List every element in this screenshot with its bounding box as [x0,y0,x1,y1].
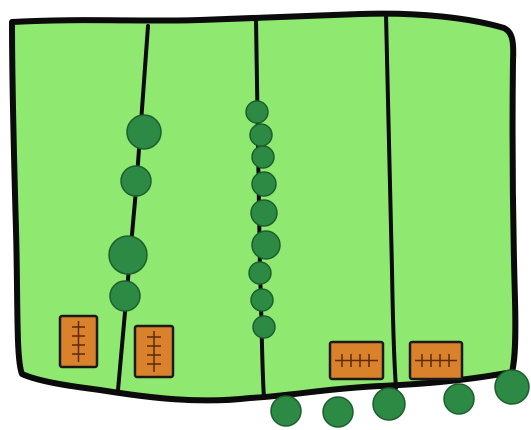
tree-icon [373,388,405,420]
tree-icon [444,384,474,414]
tree-icon [252,231,280,259]
tree-icon [271,396,301,426]
building-icon [330,342,383,379]
tree-icon [253,316,275,338]
tree-icon [323,397,353,427]
tree-icon [252,146,274,168]
building-icon [135,326,173,377]
tree-icon [246,101,268,123]
building-icon [60,316,97,367]
tree-icon [495,370,529,404]
tree-icon [110,281,140,311]
tree-icon [127,115,161,149]
tree-icon [121,166,151,196]
tree-icon [250,124,272,146]
tree-icon [109,236,147,274]
building-icon [410,342,462,379]
tree-icon [251,200,277,226]
tree-icon [252,172,276,196]
tree-icon [251,289,273,311]
tree-icon [249,262,271,284]
